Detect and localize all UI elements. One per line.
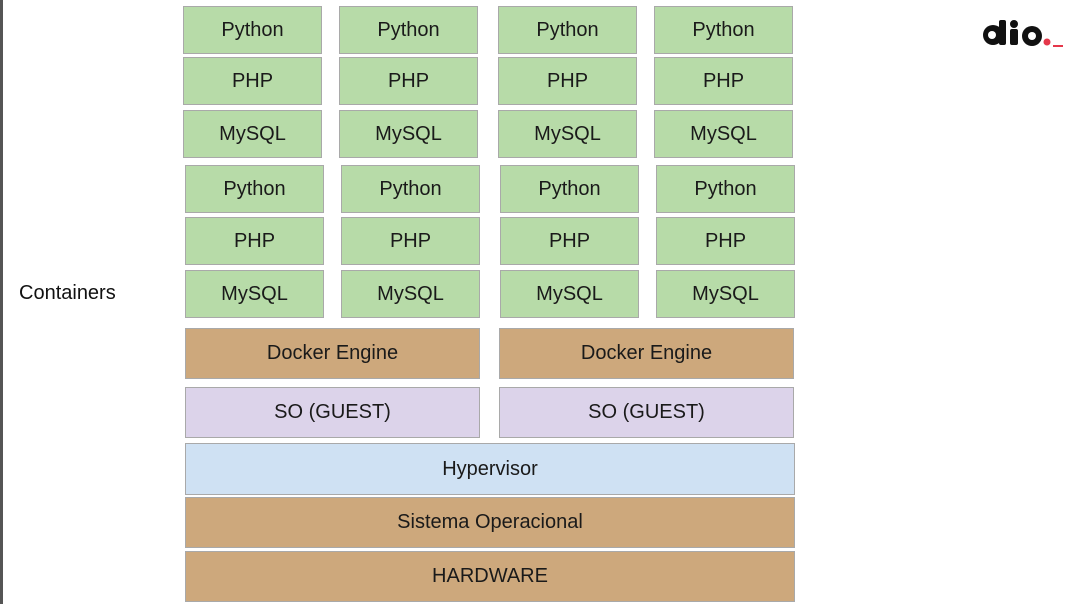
container-python: Python [339, 6, 478, 54]
container-php: PHP [498, 57, 637, 105]
container-mysql: MySQL [656, 270, 795, 318]
container-mysql: MySQL [654, 110, 793, 158]
container-python: Python [183, 6, 322, 54]
container-python: Python [498, 6, 637, 54]
hardware-box: HARDWARE [185, 551, 795, 602]
container-php: PHP [183, 57, 322, 105]
container-php: PHP [654, 57, 793, 105]
container-mysql: MySQL [341, 270, 480, 318]
container-mysql: MySQL [339, 110, 478, 158]
host-os-box: Sistema Operacional [185, 497, 795, 548]
dio-logo [979, 14, 1067, 59]
container-python: Python [341, 165, 480, 213]
container-python: Python [654, 6, 793, 54]
container-php: PHP [500, 217, 639, 265]
guest-os-box: SO (GUEST) [499, 387, 794, 438]
container-python: Python [656, 165, 795, 213]
container-php: PHP [339, 57, 478, 105]
guest-os-box: SO (GUEST) [185, 387, 480, 438]
hypervisor-box: Hypervisor [185, 443, 795, 495]
container-python: Python [500, 165, 639, 213]
containers-label: Containers [19, 282, 116, 304]
docker-engine-box: Docker Engine [499, 328, 794, 379]
container-php: PHP [185, 217, 324, 265]
container-php: PHP [341, 217, 480, 265]
container-python: Python [185, 165, 324, 213]
container-php: PHP [656, 217, 795, 265]
container-mysql: MySQL [185, 270, 324, 318]
container-mysql: MySQL [498, 110, 637, 158]
container-mysql: MySQL [183, 110, 322, 158]
docker-engine-box: Docker Engine [185, 328, 480, 379]
container-mysql: MySQL [500, 270, 639, 318]
